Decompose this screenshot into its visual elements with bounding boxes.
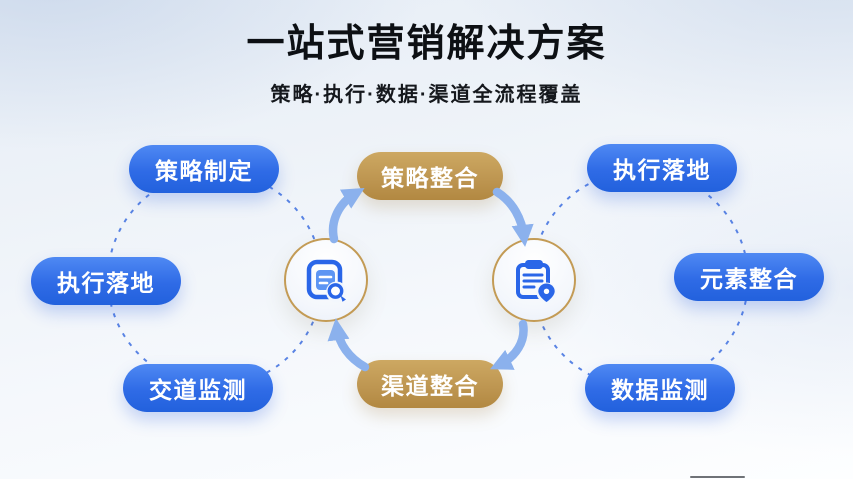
pill-channel-integration: 渠道整合 [357, 360, 503, 408]
document-search-icon [306, 259, 347, 303]
pill-label: 执行落地 [57, 270, 155, 296]
clipboard-location-icon [516, 260, 557, 303]
pill-label: 策略制定 [155, 158, 253, 184]
pill-element-integration: 元素整合 [674, 253, 824, 301]
arrow-bottom-to-left [327, 318, 370, 372]
cycle-node-left [284, 238, 368, 322]
arrow-left-to-top [328, 187, 365, 244]
pill-execution-landing-right: 执行落地 [587, 144, 737, 192]
pill-label: 数据监测 [611, 377, 709, 403]
page-subtitle: 策略·执行·数据·渠道全流程覆盖 [270, 83, 583, 106]
pill-label: 元素整合 [700, 266, 798, 292]
page-title: 一站式营销解决方案 [246, 23, 607, 65]
pill-strategy-planning: 策略制定 [129, 145, 279, 193]
bottom-artifact-line [690, 476, 745, 478]
pill-channel-monitoring: 交道监测 [123, 364, 273, 412]
arrow-right-to-bottom [490, 319, 528, 370]
pill-strategy-integration: 策略整合 [357, 152, 503, 200]
arrow-top-to-right [492, 187, 534, 247]
pill-execution-landing-left: 执行落地 [31, 257, 181, 305]
header: 一站式营销解决方案 策略·执行·数据·渠道全流程覆盖 [0, 0, 853, 107]
pill-label: 策略整合 [381, 165, 479, 191]
pill-label: 执行落地 [613, 157, 711, 183]
cycle-node-right [492, 238, 576, 322]
pill-data-monitoring: 数据监测 [585, 364, 735, 412]
pill-label: 渠道整合 [381, 373, 479, 399]
pill-label: 交道监测 [149, 377, 247, 403]
